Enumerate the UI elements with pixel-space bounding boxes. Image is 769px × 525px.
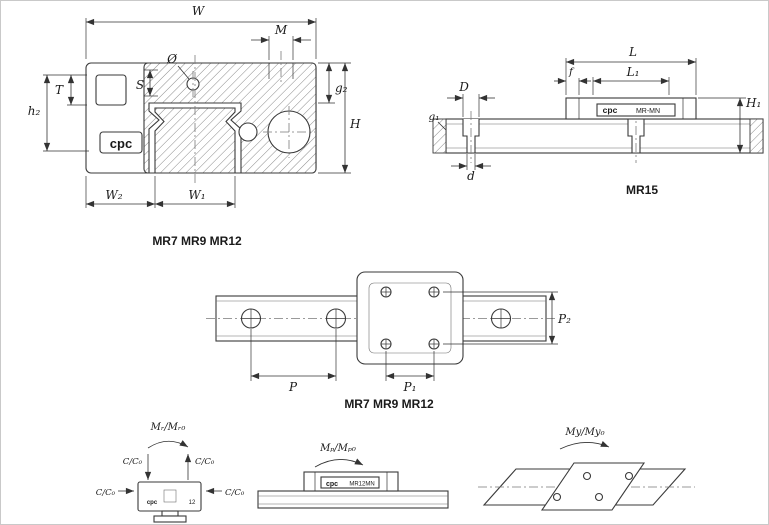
plan-view: P P₁ P₂ MR7 MR9 MR12 xyxy=(206,271,571,411)
dim-S: S xyxy=(136,69,158,97)
load-label-top-left: C/C₀ xyxy=(123,457,143,467)
dim-label-l1: L₁ xyxy=(626,65,640,79)
cross-section-caption: MR7 MR9 MR12 xyxy=(152,234,242,248)
dim-label-g2: g₂ xyxy=(335,81,348,95)
dim-label-l: L xyxy=(628,45,637,59)
moment-roll-diagram: Mᵣ/Mᵣ₀ C/C₀ C/C₀ C/C₀ C/C₀ cpc 12 xyxy=(96,422,245,523)
dim-g2: g₂ xyxy=(318,63,348,104)
roll-moment-label: Mᵣ/Mᵣ₀ xyxy=(150,422,186,433)
rail-break-right xyxy=(749,118,764,154)
brand-plate xyxy=(99,131,143,154)
dim-dia: Ø xyxy=(166,52,190,80)
rail-stem xyxy=(161,510,179,517)
pitch-moment-label: Mₚ/Mₚ₀ xyxy=(319,443,356,454)
screw-hole xyxy=(582,471,592,481)
rail-screw-1 xyxy=(240,308,262,329)
dim-W2: W₂ xyxy=(85,176,156,208)
dim-M: M xyxy=(251,23,311,60)
dim-label-dia: Ø xyxy=(166,52,178,66)
dim-d: d xyxy=(451,154,491,183)
load-label-side-left: C/C₀ xyxy=(96,488,116,498)
carriage-inner-outline xyxy=(368,282,452,354)
dim-label-p2: P₂ xyxy=(557,312,571,326)
model-label: MR-MN xyxy=(636,108,660,115)
dim-label-D: D xyxy=(458,80,469,94)
dim-label-s: S xyxy=(136,78,144,92)
load-label-top-right: C/C₀ xyxy=(195,457,215,467)
pitch-rotation-arrow xyxy=(314,458,364,468)
dim-P: P xyxy=(250,329,337,394)
carriage-front xyxy=(137,481,202,512)
carriage-plan xyxy=(356,271,464,365)
screw-hole xyxy=(624,471,634,481)
dim-L: L xyxy=(565,45,697,95)
dim-H1: H₁ xyxy=(698,96,761,153)
dim-label-w1: W₁ xyxy=(188,188,205,202)
carriage-front-detail xyxy=(163,489,177,503)
dim-g1: g₁ xyxy=(429,111,447,131)
name-plate-small xyxy=(320,476,380,489)
dim-P1: P₁ xyxy=(385,351,435,394)
side-view: cpc MR-MN L L₁ f D xyxy=(429,45,764,197)
moment-pitch-diagram: Mₚ/Mₚ₀ cpc MR12MN xyxy=(257,443,449,509)
yaw-moment-label: My/My₀ xyxy=(564,427,604,438)
dim-label-t: T xyxy=(55,83,64,97)
rail-base xyxy=(153,515,187,523)
rail-screw-3 xyxy=(490,308,512,329)
dim-label-h: H xyxy=(349,117,361,131)
brand-logo: cpc xyxy=(603,105,618,115)
dim-h2: h₂ xyxy=(28,74,89,152)
roll-rotation-arrow xyxy=(147,440,189,449)
yaw-rotation-arrow xyxy=(559,440,610,450)
plan-view-caption: MR7 MR9 MR12 xyxy=(344,397,434,411)
screw-hole xyxy=(552,492,562,502)
dim-D: D xyxy=(447,80,495,117)
dim-label-m: M xyxy=(274,23,288,37)
size-label: 12 xyxy=(189,500,196,506)
dim-f: f xyxy=(554,66,591,95)
carriage-plan-skew xyxy=(540,462,646,511)
brand-logo: cpc xyxy=(110,136,132,151)
brand-logo: cpc xyxy=(147,500,158,506)
mount-hole-2 xyxy=(627,119,645,154)
cross-section-view: cpc W M Ø xyxy=(28,4,361,248)
grease-port-square xyxy=(95,74,127,106)
rail-screw-2 xyxy=(325,308,347,329)
dim-label-w: W xyxy=(192,4,206,18)
dim-label-h1: H₁ xyxy=(745,96,761,110)
rail-break-left xyxy=(432,118,447,154)
load-label-side-right: C/C₀ xyxy=(225,488,245,498)
dim-W1: W₁ xyxy=(155,176,236,208)
brand-logo: cpc xyxy=(326,481,338,488)
dim-H: H xyxy=(318,62,361,174)
dim-label-p1: P₁ xyxy=(403,380,417,394)
rail-side-small xyxy=(257,490,449,509)
name-plate xyxy=(596,103,676,117)
dim-label-h2: h₂ xyxy=(28,104,41,118)
dim-T: T xyxy=(55,74,87,106)
dim-label-f: f xyxy=(568,66,575,78)
dim-label-g1: g₁ xyxy=(429,111,440,123)
dim-label-p: P xyxy=(288,380,298,394)
dim-P2: P₂ xyxy=(443,291,571,345)
moment-yaw-diagram: My/My₀ xyxy=(478,427,695,511)
dim-W: W xyxy=(85,4,317,59)
screw-hole xyxy=(594,492,604,502)
dim-L1: L₁ xyxy=(592,65,670,95)
model-label: MR12MN xyxy=(349,482,374,488)
side-view-caption: MR15 xyxy=(626,183,658,197)
ball-circle xyxy=(238,122,258,142)
carriage-thread-holes xyxy=(380,286,440,350)
dim-label-w2: W₂ xyxy=(105,188,122,202)
dim-label-d: d xyxy=(467,169,475,183)
